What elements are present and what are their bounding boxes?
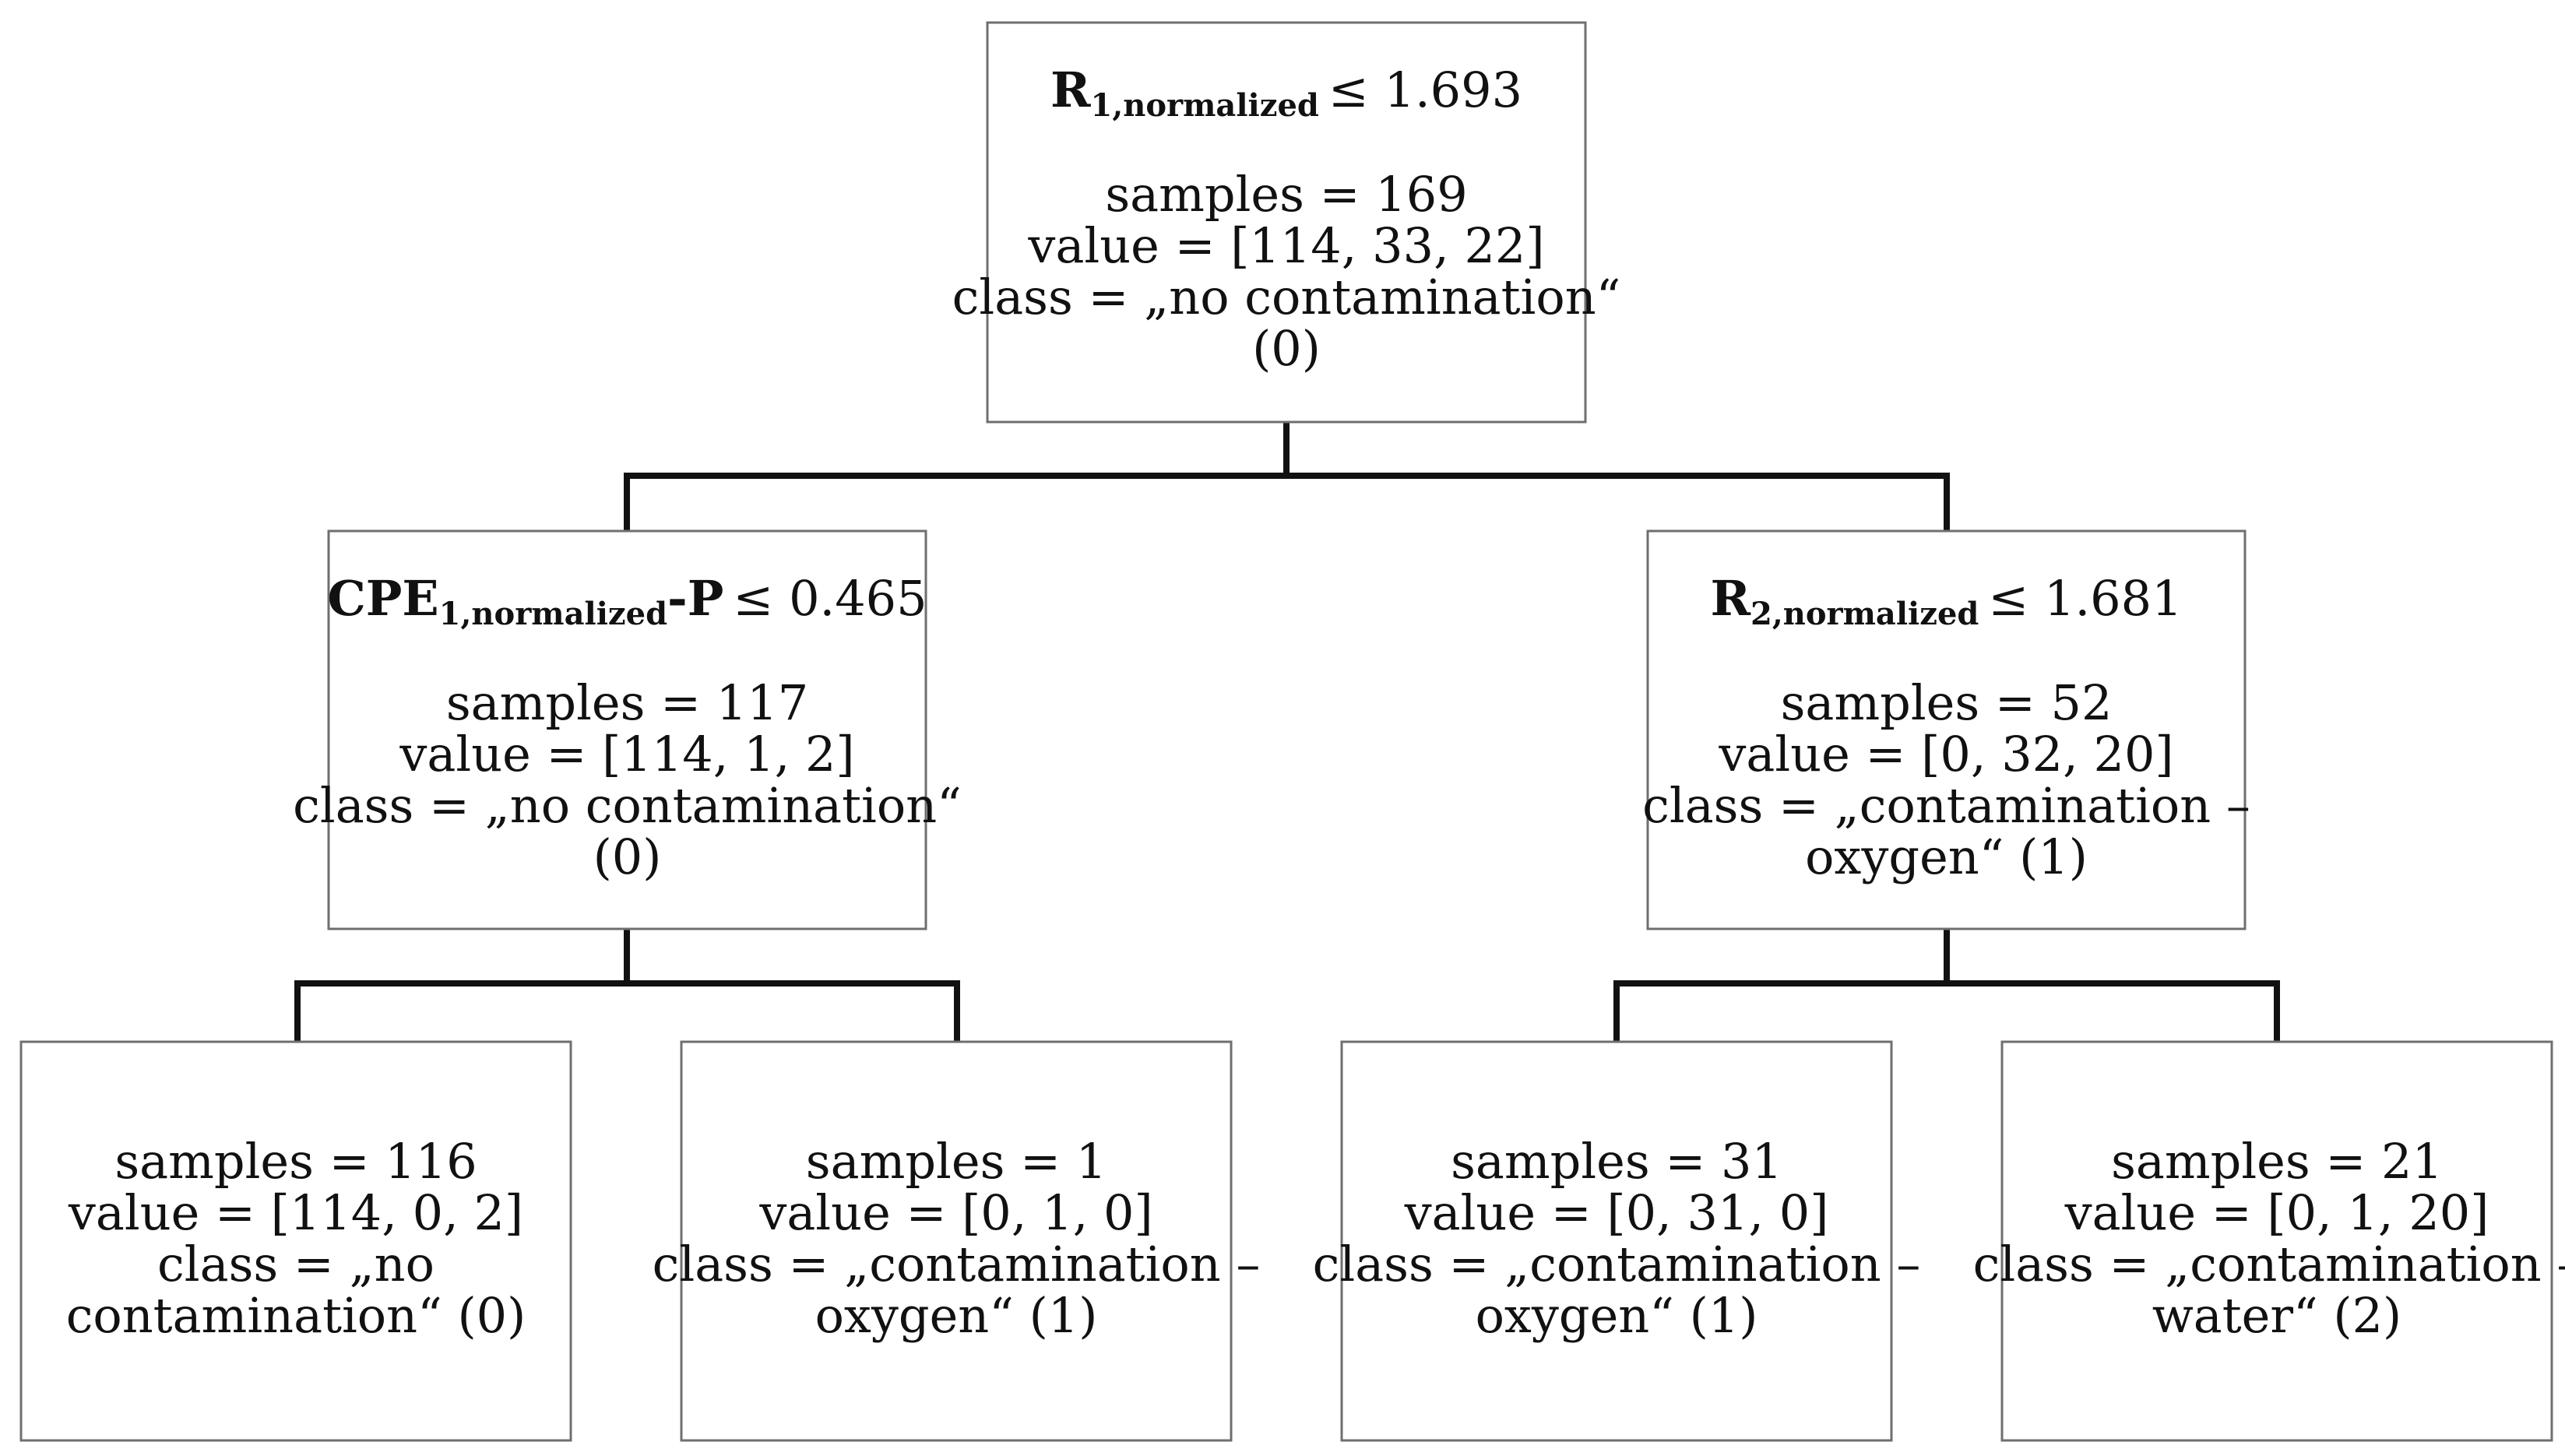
connector-root-bar bbox=[624, 473, 1950, 531]
class-text-continued: oxygen“ (1) bbox=[1475, 1287, 1758, 1344]
class-text: class = „no bbox=[157, 1236, 435, 1292]
class-text-continued: oxygen“ (1) bbox=[815, 1287, 1098, 1344]
leaf-node-box bbox=[19, 1040, 572, 1442]
value-text: value = [0, 1, 0] bbox=[759, 1184, 1153, 1241]
left-node-box bbox=[327, 529, 927, 930]
class-text-continued: (0) bbox=[1252, 320, 1321, 377]
split-threshold: 1.693 bbox=[1384, 62, 1523, 118]
split-operator: ≤ bbox=[1328, 62, 1369, 118]
value-text: value = [114, 0, 2] bbox=[68, 1184, 524, 1241]
right-split-node: R2,normalized≤ 1.681 samples = 52 value … bbox=[1642, 570, 2250, 885]
split-condition: CPE1,normalized-P≤ 0.465 bbox=[327, 570, 927, 632]
class-text-continued: contamination“ (0) bbox=[65, 1287, 526, 1344]
split-condition: R2,normalized≤ 1.681 bbox=[1710, 570, 2183, 632]
split-feature: CPE1,normalized-P bbox=[327, 570, 724, 632]
leaf-node-water: samples = 21 value = [0, 1, 20] class = … bbox=[1973, 1133, 2565, 1344]
value-text: value = [114, 1, 2] bbox=[399, 726, 855, 783]
leaf-node-no-contamination: samples = 116 value = [114, 0, 2] class … bbox=[21, 1136, 571, 1342]
samples-text: samples = 116 bbox=[114, 1133, 477, 1190]
root-node: R1,normalized≤ 1.693 samples = 169 value… bbox=[952, 62, 1621, 377]
feature-subscript: 1,normalized bbox=[438, 596, 668, 632]
class-text: class = „contamination – bbox=[1972, 1236, 2565, 1292]
connector-left-bar bbox=[294, 980, 960, 1043]
split-threshold: 0.465 bbox=[789, 570, 927, 627]
class-text: class = „contamination – bbox=[652, 1236, 1261, 1292]
leaf-node-oxygen-a: samples = 1 value = [0, 1, 0] class = „c… bbox=[653, 1133, 1261, 1344]
value-text: value = [114, 33, 22] bbox=[1028, 217, 1545, 274]
leaf-node-box bbox=[2000, 1040, 2553, 1442]
samples-text: samples = 117 bbox=[445, 674, 809, 731]
split-feature: R1,normalized bbox=[1050, 62, 1319, 124]
split-threshold: 1.681 bbox=[2044, 570, 2183, 627]
class-text: class = „no contamination“ bbox=[293, 777, 962, 834]
samples-text: samples = 1 bbox=[805, 1133, 1107, 1190]
split-condition: R1,normalized≤ 1.693 bbox=[1050, 62, 1523, 124]
value-text: value = [0, 32, 20] bbox=[1719, 726, 2174, 783]
split-feature: R2,normalized bbox=[1710, 570, 1979, 632]
samples-text: samples = 31 bbox=[1451, 1133, 1782, 1190]
class-text-continued: water“ (2) bbox=[2152, 1287, 2402, 1344]
class-text: class = „contamination – bbox=[1642, 777, 2250, 834]
class-text-continued: (0) bbox=[593, 828, 662, 885]
class-text: class = „contamination – bbox=[1312, 1236, 1921, 1292]
split-operator: ≤ bbox=[733, 570, 774, 627]
leaf-node-box bbox=[1340, 1040, 1893, 1442]
feature-subscript: 1,normalized bbox=[1090, 87, 1319, 124]
samples-text: samples = 52 bbox=[1780, 674, 2113, 731]
value-text: value = [0, 1, 20] bbox=[2064, 1184, 2489, 1241]
root-node-box bbox=[986, 21, 1587, 424]
left-split-node: CPE1,normalized-P≤ 0.465 samples = 117 v… bbox=[293, 570, 962, 885]
class-text: class = „no contamination“ bbox=[952, 269, 1621, 325]
samples-text: samples = 169 bbox=[1105, 166, 1468, 223]
samples-text: samples = 21 bbox=[2111, 1133, 2443, 1190]
connector-right-bar bbox=[1613, 980, 2280, 1043]
class-text-continued: oxygen“ (1) bbox=[1805, 828, 2088, 885]
feature-subscript: 2,normalized bbox=[1750, 596, 1979, 632]
split-operator: ≤ bbox=[1988, 570, 2029, 627]
leaf-node-oxygen-b: samples = 31 value = [0, 31, 0] class = … bbox=[1313, 1133, 1921, 1344]
value-text: value = [0, 31, 0] bbox=[1404, 1184, 1829, 1241]
leaf-node-box bbox=[680, 1040, 1233, 1442]
right-node-box bbox=[1646, 529, 2247, 930]
